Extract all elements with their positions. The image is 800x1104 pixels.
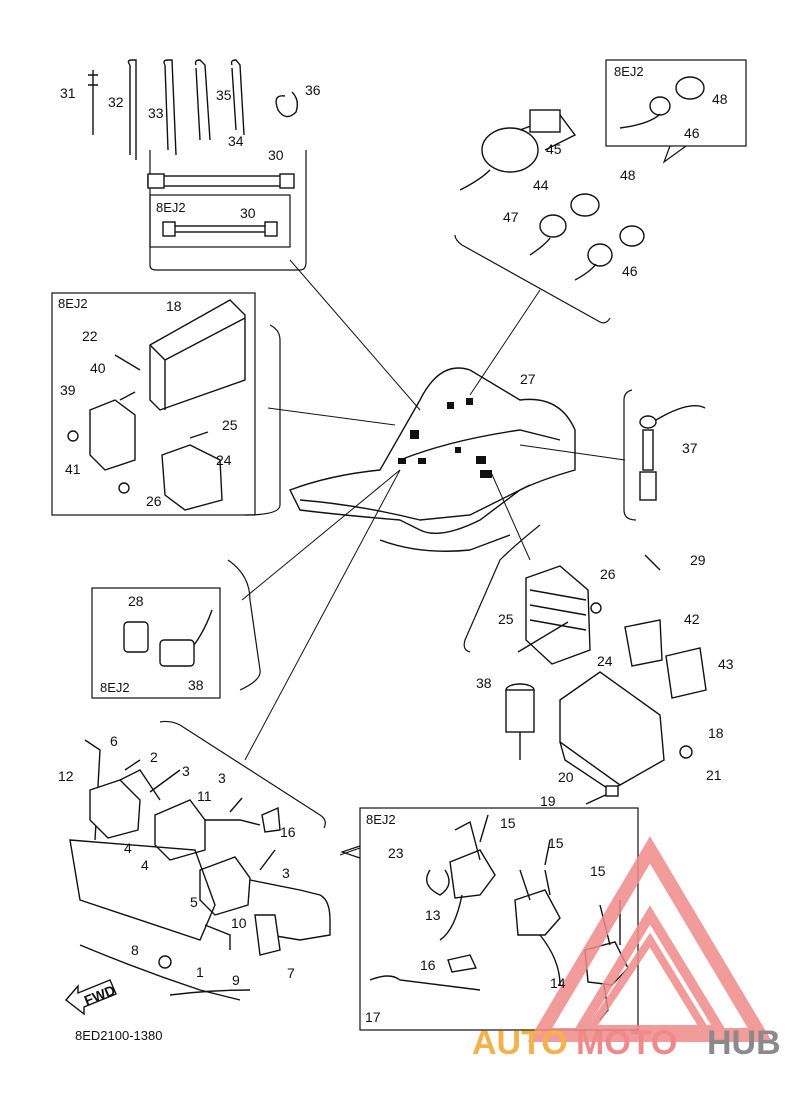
variant-box-capacitor: 8EJ2 bbox=[91, 587, 221, 699]
part-label: 21 bbox=[706, 767, 722, 783]
part-label: 26 bbox=[146, 493, 162, 509]
part-label: 40 bbox=[90, 360, 106, 376]
part-label: 44 bbox=[533, 177, 549, 193]
part-label: 9 bbox=[232, 972, 240, 988]
part-label: 43 bbox=[718, 656, 734, 672]
variant-tag: 8EJ2 bbox=[156, 200, 186, 215]
part-label: 6 bbox=[110, 733, 118, 749]
variant-tag: 8EJ2 bbox=[58, 296, 88, 311]
variant-tag: 8EJ2 bbox=[366, 812, 396, 827]
part-label: 27 bbox=[520, 371, 536, 387]
part-label: 8 bbox=[131, 942, 139, 958]
variant-tag: 8EJ2 bbox=[100, 680, 130, 695]
part-label: 4 bbox=[124, 840, 132, 856]
part-label: 7 bbox=[287, 965, 295, 981]
part-label: 4 bbox=[141, 857, 149, 873]
part-label: 36 bbox=[305, 82, 321, 98]
part-label: 14 bbox=[550, 975, 566, 991]
part-label: 28 bbox=[128, 593, 144, 609]
variant-tag: 8EJ2 bbox=[614, 64, 644, 79]
part-label: 46 bbox=[684, 125, 700, 141]
capacitor-group bbox=[123, 609, 213, 667]
part-label: 3 bbox=[182, 763, 190, 779]
part-label: 34 bbox=[228, 133, 244, 149]
part-label: 35 bbox=[216, 87, 232, 103]
watermark-wordmark: AUTO MOTO HUB bbox=[472, 1024, 781, 1062]
part-label: 25 bbox=[222, 417, 238, 433]
snowmobile-body bbox=[289, 367, 576, 552]
part-label: 47 bbox=[503, 209, 519, 225]
part-label: 48 bbox=[620, 167, 636, 183]
part-label: 5 bbox=[190, 894, 198, 910]
variant-box-pulser: 8EJ2 bbox=[340, 807, 639, 1031]
cdi-box-group bbox=[67, 299, 246, 511]
part-label: 16 bbox=[280, 824, 296, 840]
part-label: 30 bbox=[240, 205, 256, 221]
main-switch-group bbox=[459, 76, 705, 281]
diagram-code: 8ED2100-1380 bbox=[75, 1028, 162, 1043]
part-label: 37 bbox=[682, 440, 698, 456]
part-label: 41 bbox=[65, 461, 81, 477]
part-label: 24 bbox=[216, 452, 232, 468]
part-label: 48 bbox=[712, 91, 728, 107]
part-label: 19 bbox=[540, 793, 556, 809]
part-label: 22 bbox=[82, 328, 98, 344]
part-label: 3 bbox=[282, 865, 290, 881]
part-label: 30 bbox=[268, 147, 284, 163]
part-label: 17 bbox=[365, 1009, 381, 1025]
watermark-logo bbox=[527, 836, 773, 1042]
variant-box-handle: 8EJ2 bbox=[149, 194, 291, 248]
part-label: 33 bbox=[148, 105, 164, 121]
part-label: 20 bbox=[558, 769, 574, 785]
callout-lines bbox=[149, 150, 637, 856]
pulser-coils-group bbox=[369, 814, 629, 1021]
part-label: 3 bbox=[218, 770, 226, 786]
part-label: 11 bbox=[197, 788, 212, 804]
watermark-text-b: MOTO bbox=[576, 1024, 677, 1062]
part-label: 18 bbox=[708, 725, 724, 741]
fwd-arrow-icon: FWD bbox=[64, 979, 118, 1016]
part-label: 16 bbox=[420, 957, 436, 973]
watermark-text-a: AUTO bbox=[472, 1024, 568, 1062]
part-label: 18 bbox=[166, 298, 182, 314]
part-label: 45 bbox=[546, 141, 562, 157]
part-label: 24 bbox=[597, 653, 613, 669]
part-label: 1 bbox=[196, 964, 204, 980]
part-label: 2 bbox=[150, 749, 158, 765]
part-label: 12 bbox=[58, 768, 74, 784]
part-label: 32 bbox=[108, 94, 124, 110]
ignition-coils-group bbox=[69, 739, 331, 1001]
part-label: 38 bbox=[188, 677, 204, 693]
fwd-label: FWD bbox=[82, 982, 118, 1009]
part-label: 15 bbox=[548, 835, 564, 851]
part-label: 46 bbox=[622, 263, 638, 279]
part-label: 15 bbox=[590, 863, 606, 879]
resistor-37 bbox=[639, 405, 706, 501]
part-label: 31 bbox=[60, 85, 76, 101]
part-label: 26 bbox=[600, 566, 616, 582]
part-label: 39 bbox=[60, 382, 76, 398]
part-label: 29 bbox=[690, 552, 706, 568]
variant-box-top-right: 8EJ2 bbox=[605, 59, 747, 164]
part-label: 10 bbox=[231, 915, 247, 931]
part-label: 25 bbox=[498, 611, 514, 627]
part-label: 13 bbox=[425, 907, 441, 923]
cable-ties-group bbox=[88, 59, 299, 237]
part-labels: 31 32 33 34 35 36 30 30 48 46 45 44 48 4… bbox=[58, 82, 734, 1025]
watermark-text-c: HUB bbox=[707, 1024, 781, 1062]
variant-box-cdi: 8EJ2 bbox=[51, 292, 256, 516]
part-label: 42 bbox=[684, 611, 700, 627]
regulator-group bbox=[505, 554, 707, 805]
part-label: 15 bbox=[500, 815, 516, 831]
part-label: 38 bbox=[476, 675, 492, 691]
part-label: 23 bbox=[388, 845, 404, 861]
